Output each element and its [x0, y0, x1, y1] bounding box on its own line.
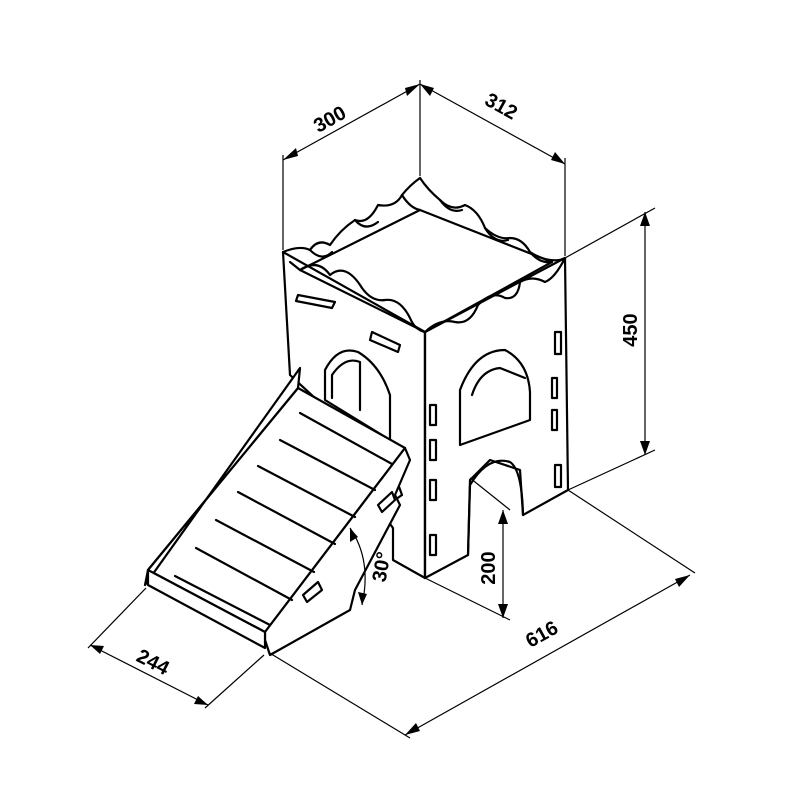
ramp-slot-2 — [301, 580, 324, 604]
dim-height — [564, 207, 656, 491]
battlement-right-rim — [423, 256, 567, 334]
ramp-left-rail — [143, 366, 302, 587]
front-slot-4 — [428, 533, 438, 557]
battlement-front-rim — [288, 260, 427, 334]
ramp-treads — [173, 411, 394, 627]
inner-crenel-left — [308, 193, 422, 258]
ramp-slot-1 — [376, 490, 397, 514]
label-height: 450 — [620, 313, 642, 346]
left-slot-1 — [294, 293, 337, 310]
left-window — [323, 349, 392, 442]
battlement-back-left — [281, 176, 422, 254]
right-slot-4 — [553, 463, 563, 489]
ramp-bottom-lip — [146, 568, 267, 650]
front-slot-3 — [428, 478, 438, 502]
label-ramp-angle: 30° — [369, 550, 396, 584]
dim-ramp-width — [87, 587, 265, 709]
front-slot-1 — [428, 403, 438, 427]
left-slot-2 — [368, 330, 402, 354]
label-total-length: 616 — [522, 617, 562, 652]
dim-depth — [282, 80, 421, 250]
left-window-inner — [330, 359, 362, 412]
label-depth: 300 — [310, 102, 350, 137]
dim-total-length — [267, 489, 696, 739]
right-slot-1 — [553, 330, 563, 356]
label-width: 312 — [481, 89, 521, 124]
right-slot-2 — [550, 376, 559, 400]
label-platform-height: 200 — [478, 551, 500, 584]
dim-platform-height — [424, 477, 511, 621]
dim-width — [419, 83, 566, 256]
label-ramp-width: 244 — [133, 645, 174, 680]
inner-crenel-right — [438, 198, 554, 264]
front-slot-2 — [428, 438, 438, 462]
right-door-arch — [466, 459, 525, 557]
right-window-inner — [470, 366, 527, 397]
dim-ramp-angle — [349, 527, 367, 606]
ramp-right-support — [263, 446, 412, 657]
right-slot-3 — [550, 408, 559, 432]
